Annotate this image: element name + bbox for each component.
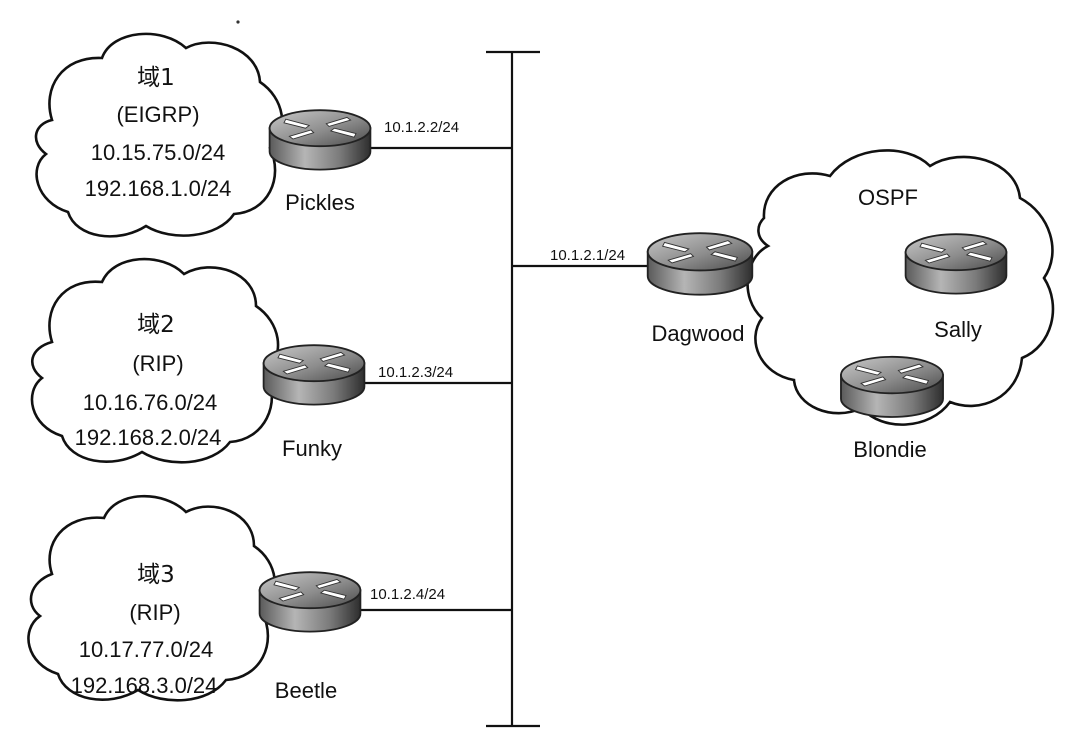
blondie-router-label: Blondie xyxy=(853,437,926,462)
domain-2-network-1: 10.16.76.0/24 xyxy=(83,390,218,415)
dagwood-link-ip: 10.1.2.1/24 xyxy=(550,247,625,264)
domain-2-network-2: 192.168.2.0/24 xyxy=(75,425,222,450)
sally-router xyxy=(904,233,1008,295)
pickles-router-label: Pickles xyxy=(285,190,355,215)
domain-1-title: 域1 xyxy=(137,65,175,91)
shared-segment-bus xyxy=(486,50,540,728)
domain-3-cloud: 域3 (RIP) 10.17.77.0/24 192.168.3.0/24 xyxy=(27,494,277,702)
domain-3-title: 域3 xyxy=(137,562,175,588)
domain-1-cloud: 域1 (EIGRP) 10.15.75.0/24 192.168.1.0/24 xyxy=(34,32,284,238)
domain-3-network-2: 192.168.3.0/24 xyxy=(71,673,218,698)
domain-2-title: 域2 xyxy=(137,312,175,338)
pickles-link-ip: 10.1.2.2/24 xyxy=(384,119,459,136)
domain-3-network-1: 10.17.77.0/24 xyxy=(79,637,214,662)
domain-1-network-1: 10.15.75.0/24 xyxy=(91,140,226,165)
domain-1-protocol: (EIGRP) xyxy=(116,102,199,127)
stray-mark xyxy=(236,20,240,24)
beetle-link-ip: 10.1.2.4/24 xyxy=(370,586,445,603)
pickles-router xyxy=(268,109,372,171)
sally-router-label: Sally xyxy=(934,317,982,342)
ospf-cloud: OSPF xyxy=(746,149,1055,426)
domain-1-network-2: 192.168.1.0/24 xyxy=(85,176,232,201)
domain-2-cloud: 域2 (RIP) 10.16.76.0/24 192.168.2.0/24 xyxy=(30,257,280,464)
dagwood-router-label: Dagwood xyxy=(652,321,745,346)
funky-router xyxy=(262,344,366,406)
domain-3-protocol: (RIP) xyxy=(129,600,180,625)
ospf-label: OSPF xyxy=(858,185,918,210)
domain-2-protocol: (RIP) xyxy=(132,351,183,376)
beetle-router-label: Beetle xyxy=(275,678,337,703)
dagwood-router xyxy=(646,232,754,296)
beetle-router xyxy=(258,571,362,633)
funky-link-ip: 10.1.2.3/24 xyxy=(378,364,453,381)
funky-router-label: Funky xyxy=(282,436,342,461)
blondie-router xyxy=(840,355,944,418)
